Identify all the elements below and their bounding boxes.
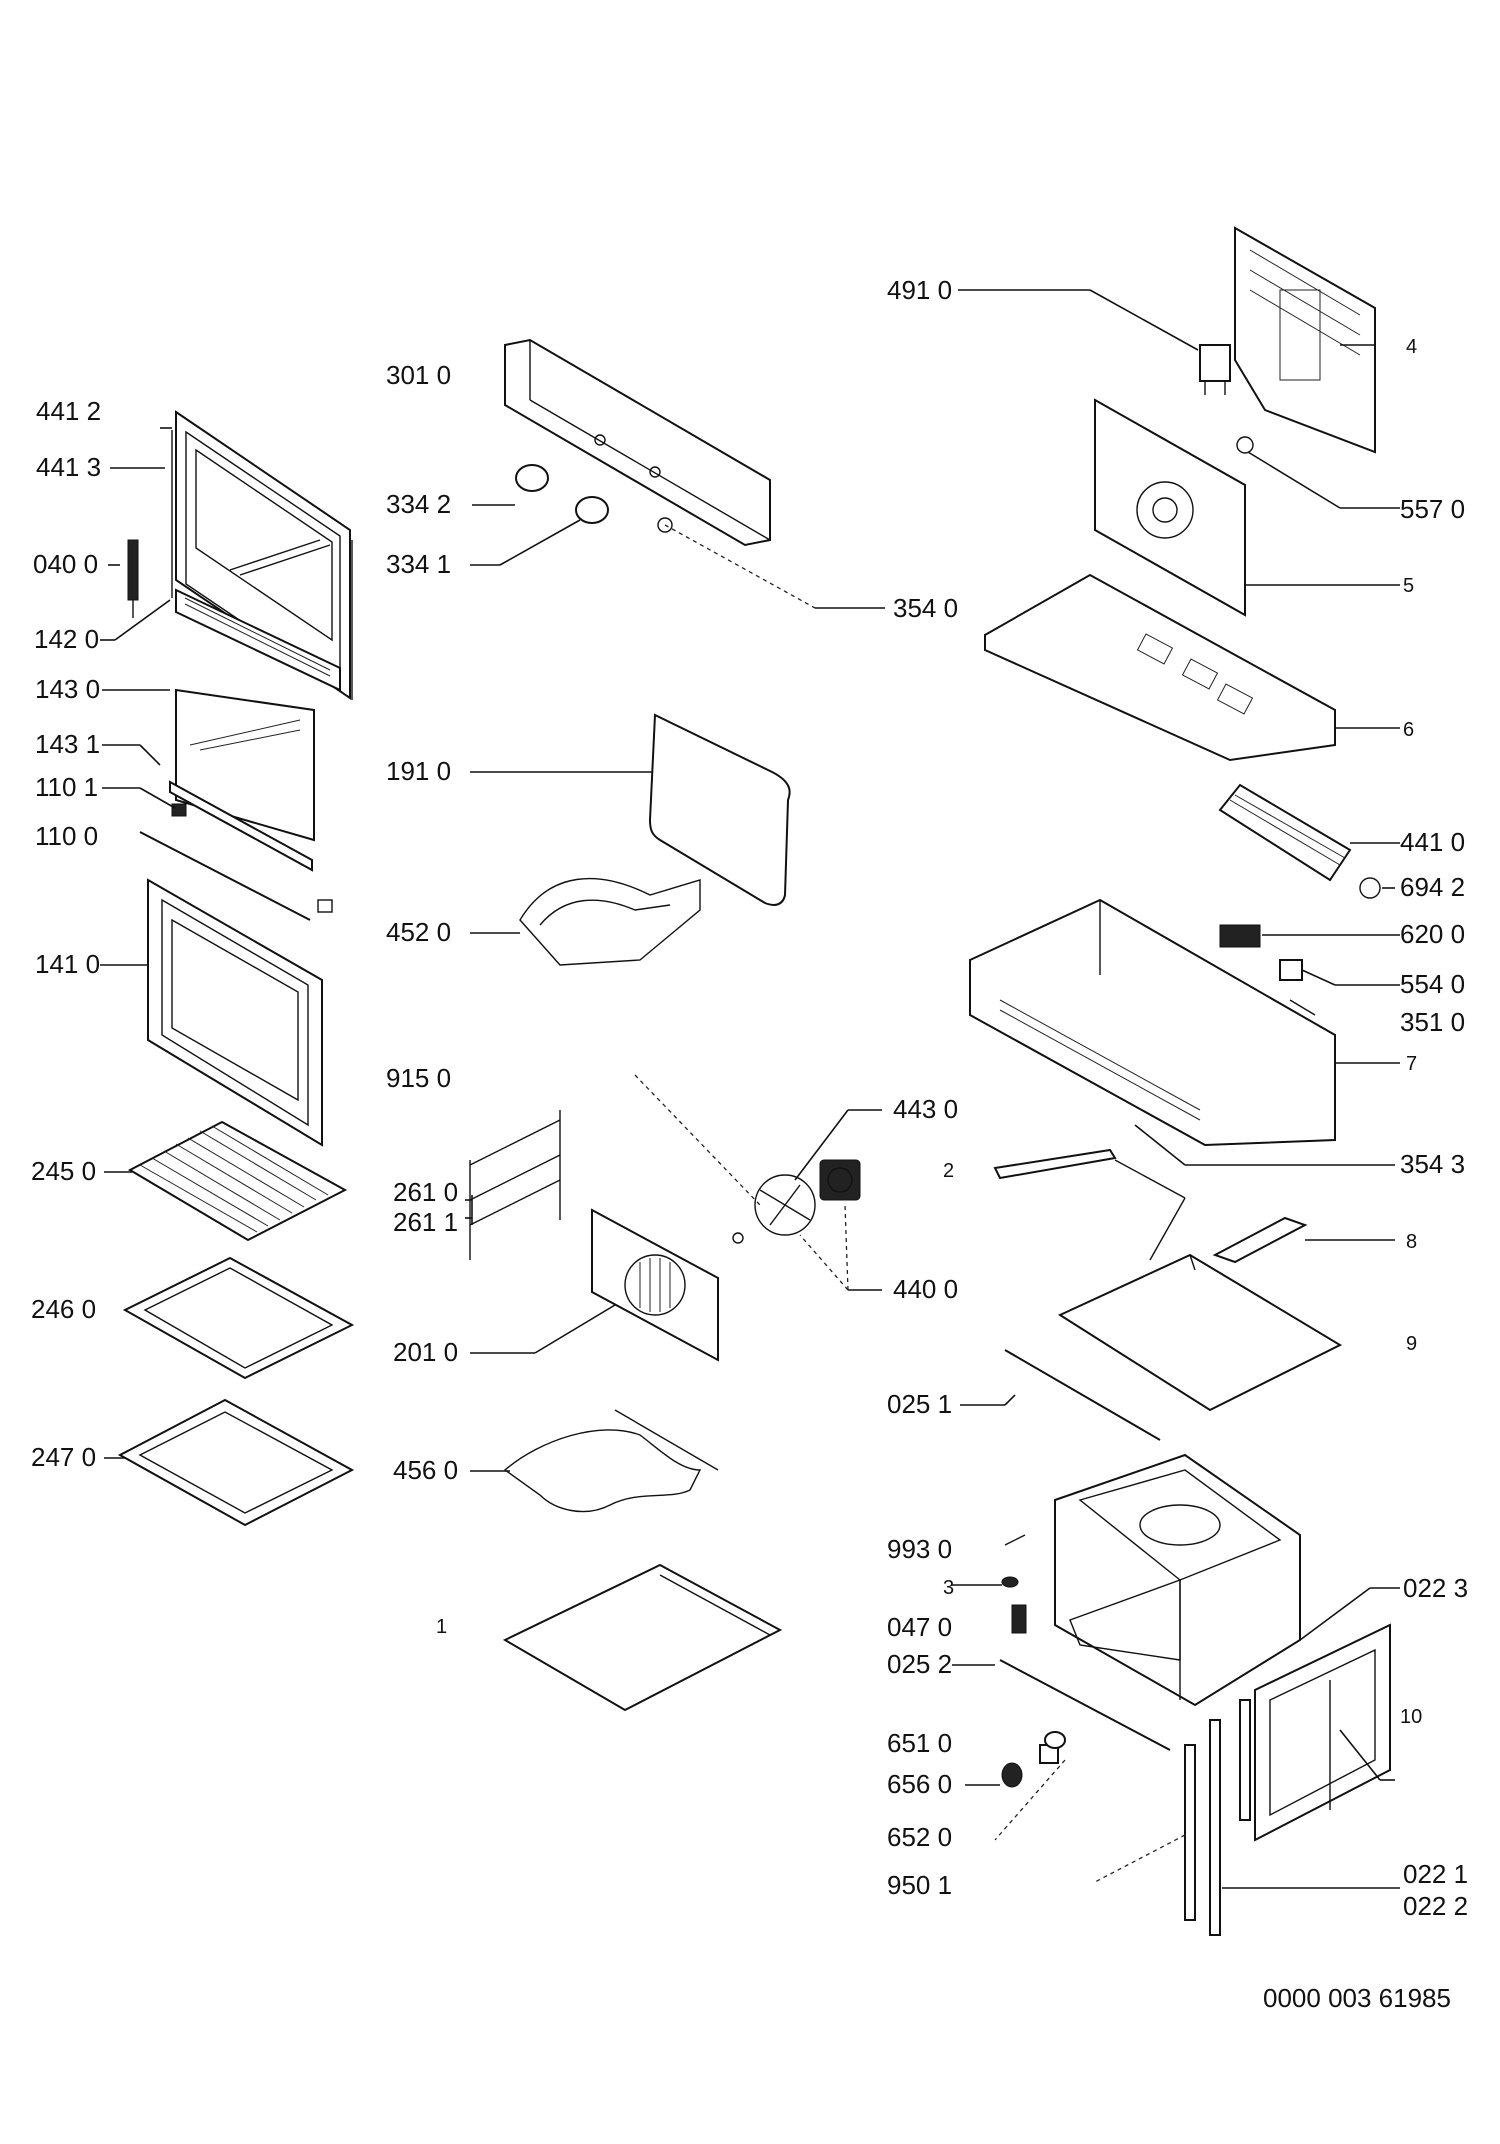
- wire-rack-part: [127, 1120, 348, 1242]
- label-245-0: 245 0: [31, 1156, 96, 1186]
- label-3: 3: [943, 1577, 954, 1599]
- inner-door-panel-part: [147, 878, 323, 1147]
- control-strip-part: [175, 588, 341, 692]
- label-246-0: 246 0: [31, 1294, 96, 1324]
- label-656-0: 656 0: [887, 1769, 952, 1799]
- label-915-0: 915 0: [386, 1063, 451, 1093]
- document-code: 0000 003 61985: [1263, 1983, 1451, 2013]
- label-022-3: 022 3: [1403, 1573, 1468, 1603]
- small-parts-part: [999, 1534, 1171, 1751]
- label-2: 2: [943, 1160, 954, 1182]
- top-plate-part: [984, 573, 1336, 762]
- tray-part: [1057, 1253, 1343, 1412]
- label-351-0: 351 0: [1400, 1007, 1465, 1037]
- fan-housing-part: [1094, 398, 1254, 617]
- top-heating-element-part: [519, 877, 701, 966]
- oven-cavity-part: [1054, 1453, 1301, 1707]
- side-rail-part: [1004, 1349, 1161, 1441]
- door-seal-part: [648, 713, 791, 906]
- label-110-1: 110 1: [35, 772, 98, 802]
- label-334-1: 334 1: [386, 549, 451, 579]
- switch-knobs-part: [1001, 1731, 1066, 1788]
- label-694-2: 694 2: [1400, 872, 1465, 902]
- glass-panel-part: [175, 688, 315, 842]
- label-456-0: 456 0: [393, 1455, 458, 1485]
- lamp-cover-part: [1212, 1216, 1308, 1264]
- leader-lines: [100, 289, 1400, 1889]
- label-022-1: 022 1: [1403, 1859, 1468, 1889]
- bottom-panel-part: [502, 1563, 783, 1712]
- label-9: 9: [1406, 1333, 1417, 1355]
- control-panel-part: [504, 338, 771, 547]
- vertical-trims-part: [1184, 1699, 1251, 1936]
- bottom-heating-element-part: [503, 1409, 719, 1513]
- back-panel-fan-part: [591, 1208, 719, 1362]
- label-354-0: 354 0: [893, 593, 958, 623]
- label-301-0: 301 0: [386, 360, 451, 390]
- tangential-fan-part: [1218, 783, 1381, 899]
- label-651-0: 651 0: [887, 1728, 952, 1758]
- terminal-block-part: [1219, 924, 1316, 1016]
- part-labels: 441 2 441 3 040 0 142 0 143 0 143 1 110 …: [31, 275, 1468, 2013]
- label-10: 10: [1400, 1706, 1422, 1728]
- rear-cover-part: [1234, 226, 1376, 454]
- label-652-0: 652 0: [887, 1822, 952, 1852]
- label-5: 5: [1403, 575, 1414, 597]
- handle-part: [127, 539, 139, 618]
- label-441-0: 441 0: [1400, 827, 1465, 857]
- knob-part: [515, 464, 609, 524]
- hinge-bar-part: [169, 780, 313, 872]
- label-950-1: 950 1: [887, 1870, 952, 1900]
- side-door-part: [1254, 1623, 1391, 1842]
- label-557-0: 557 0: [1400, 494, 1465, 524]
- drip-pan-part: [117, 1398, 355, 1527]
- label-8: 8: [1406, 1231, 1417, 1253]
- label-491-0: 491 0: [887, 275, 952, 305]
- thermostat-part: [1199, 344, 1231, 395]
- label-191-0: 191 0: [386, 756, 451, 786]
- label-142-0: 142 0: [34, 624, 99, 654]
- label-443-0: 443 0: [893, 1094, 958, 1124]
- label-554-0: 554 0: [1400, 969, 1465, 999]
- label-620-0: 620 0: [1400, 919, 1465, 949]
- label-143-0: 143 0: [35, 674, 100, 704]
- shelf-guide-part: [469, 1110, 561, 1260]
- baking-tray-part: [122, 1256, 355, 1380]
- label-201-0: 201 0: [393, 1337, 458, 1367]
- label-354-3: 354 3: [1400, 1149, 1465, 1179]
- label-993-0: 993 0: [887, 1534, 952, 1564]
- label-110-0: 110 0: [35, 821, 98, 851]
- label-441-2: 441 2: [36, 396, 101, 426]
- label-022-2: 022 2: [1403, 1891, 1468, 1921]
- label-452-0: 452 0: [386, 917, 451, 947]
- label-441-3: 441 3: [36, 452, 101, 482]
- label-025-2: 025 2: [887, 1649, 952, 1679]
- label-261-0: 261 0: [393, 1177, 458, 1207]
- label-247-0: 247 0: [31, 1442, 96, 1472]
- fan-blade-part: [732, 1174, 816, 1244]
- label-143-1: 143 1: [35, 729, 100, 759]
- rod-part: [139, 831, 333, 921]
- label-6: 6: [1403, 719, 1414, 741]
- control-housing-part: [969, 898, 1336, 1147]
- label-141-0: 141 0: [35, 949, 100, 979]
- label-334-2: 334 2: [386, 489, 451, 519]
- fan-motor-part: [819, 1159, 861, 1201]
- label-025-1: 025 1: [887, 1389, 952, 1419]
- label-261-1: 261 1: [393, 1207, 458, 1237]
- label-440-0: 440 0: [893, 1274, 958, 1304]
- label-7: 7: [1406, 1053, 1417, 1075]
- label-040-0: 040 0: [33, 549, 98, 579]
- label-4: 4: [1406, 336, 1417, 358]
- top-rail-part: [993, 1148, 1186, 1261]
- label-047-0: 047 0: [887, 1612, 952, 1642]
- label-1: 1: [436, 1616, 447, 1638]
- door-frame-part: [171, 410, 353, 700]
